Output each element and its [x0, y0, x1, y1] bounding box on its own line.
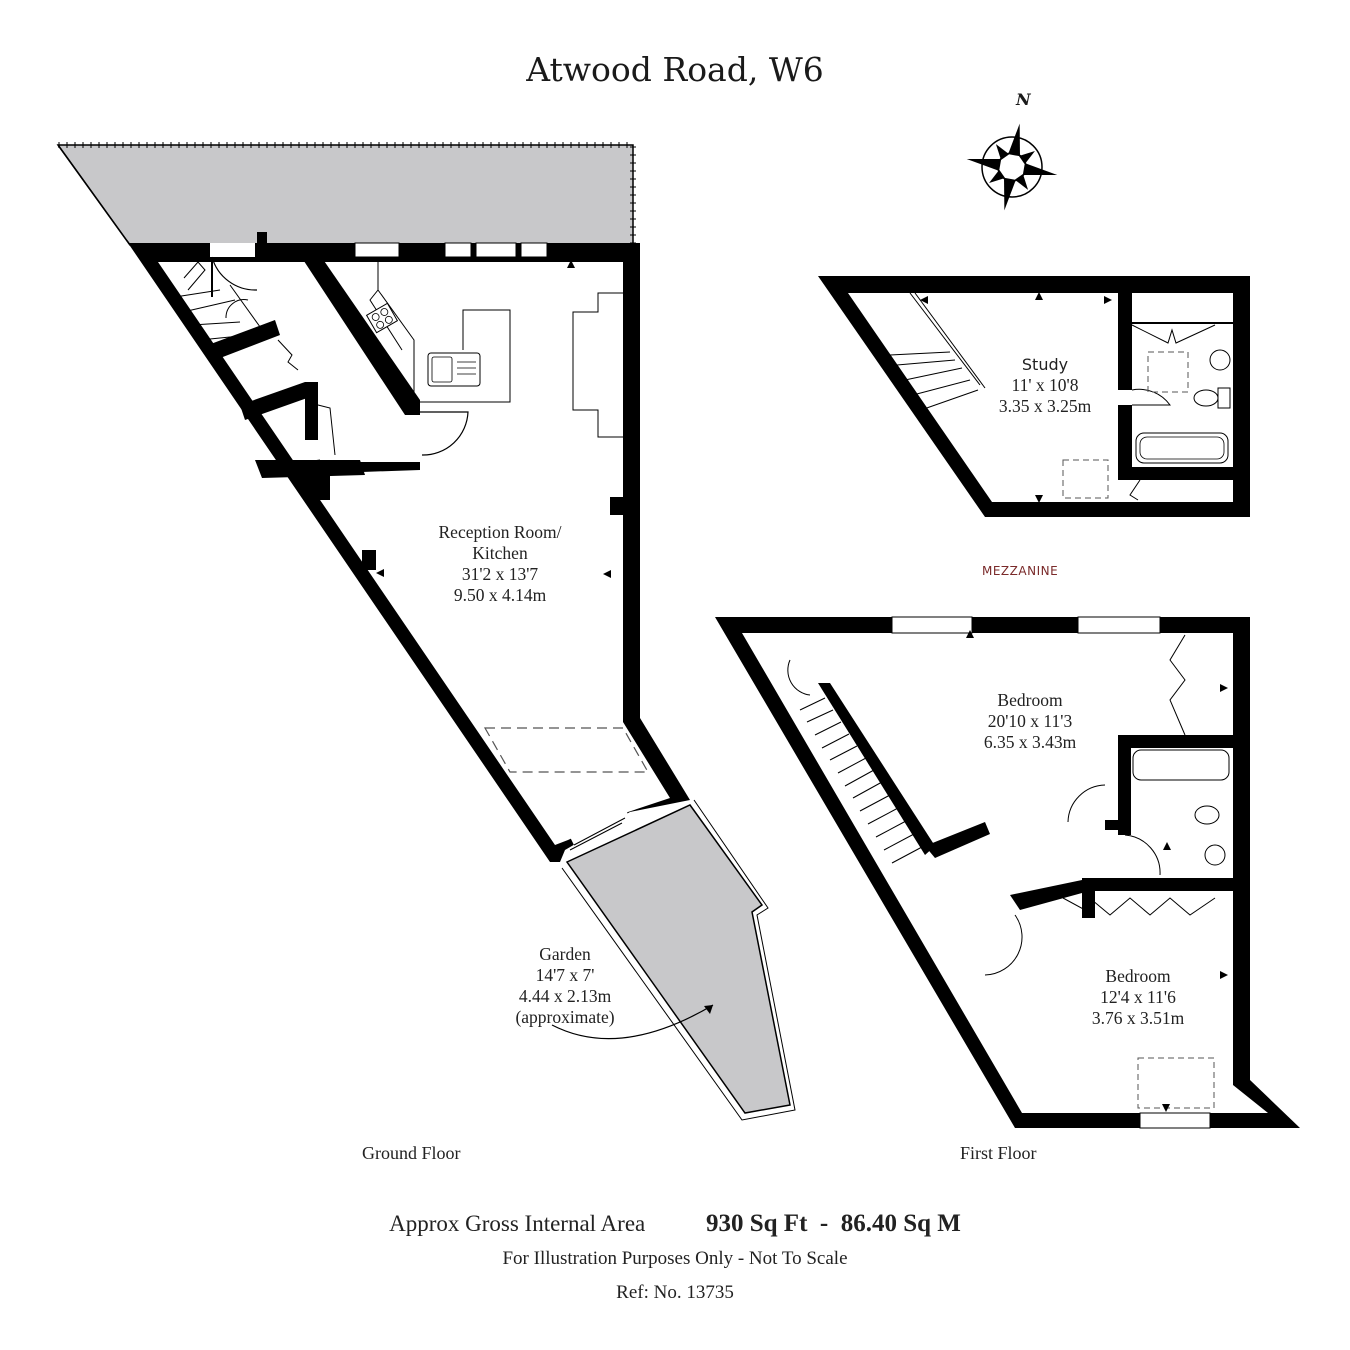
mezzanine-label: MEZZANINE [982, 564, 1059, 578]
room-dimensions-metric: 9.50 x 4.14m [453, 585, 547, 605]
room-dimensions-metric: 4.44 x 2.13m [518, 986, 612, 1006]
page-title: Atwood Road, W6 [526, 50, 824, 89]
room-name: Bedroom [1105, 966, 1171, 986]
hob-icon [365, 302, 399, 334]
room-name: Study [1021, 355, 1069, 374]
room-dimensions-imperial: 11' x 10'8 [1011, 375, 1079, 395]
room-note: (approximate) [515, 1007, 615, 1027]
room-dimensions-metric: 3.76 x 3.51m [1091, 1008, 1185, 1028]
room-name: Reception Room/ [438, 522, 562, 542]
room-label-garden: Garden 14'7 x 7' 4.44 x 2.13m (approxima… [480, 944, 650, 1028]
room-label-reception-kitchen: Reception Room/ Kitchen 31'2 x 13'7 9.50… [400, 522, 600, 606]
mezzanine-plan [818, 276, 1250, 517]
compass-rose-icon [966, 123, 1058, 211]
first-floor-plan [715, 616, 1300, 1129]
north-label: N [1016, 90, 1031, 109]
reference-number: Ref: No. 13735 [616, 1282, 734, 1303]
room-dimensions-metric: 3.35 x 3.25m [998, 396, 1092, 416]
room-name-line2: Kitchen [472, 543, 528, 563]
area-value: 930 Sq Ft - 86.40 Sq M [705, 1210, 961, 1237]
ground-floor-plan [56, 142, 796, 1121]
room-dimensions-imperial: 31'2 x 13'7 [461, 564, 539, 584]
room-label-study: Study 11' x 10'8 3.35 x 3.25m [975, 354, 1115, 417]
ground-floor-label: Ground Floor [362, 1143, 461, 1163]
disclaimer: For Illustration Purposes Only - Not To … [502, 1248, 848, 1269]
room-name: Bedroom [997, 690, 1063, 710]
room-name: Garden [539, 944, 591, 964]
first-floor-label: First Floor [960, 1143, 1037, 1163]
room-dimensions-imperial: 14'7 x 7' [535, 965, 595, 985]
room-label-bedroom-2: Bedroom 12'4 x 11'6 3.76 x 3.51m [1068, 966, 1208, 1029]
area-label: Approx Gross Internal Area [389, 1211, 646, 1236]
room-dimensions-imperial: 12'4 x 11'6 [1100, 987, 1176, 1007]
room-dimensions-metric: 6.35 x 3.43m [983, 732, 1077, 752]
sink-icon [427, 352, 481, 387]
room-dimensions-imperial: 20'10 x 11'3 [987, 711, 1073, 731]
room-label-bedroom-1: Bedroom 20'10 x 11'3 6.35 x 3.43m [960, 690, 1100, 753]
gross-area: Approx Gross Internal Area 930 Sq Ft - 8… [0, 1210, 1350, 1238]
